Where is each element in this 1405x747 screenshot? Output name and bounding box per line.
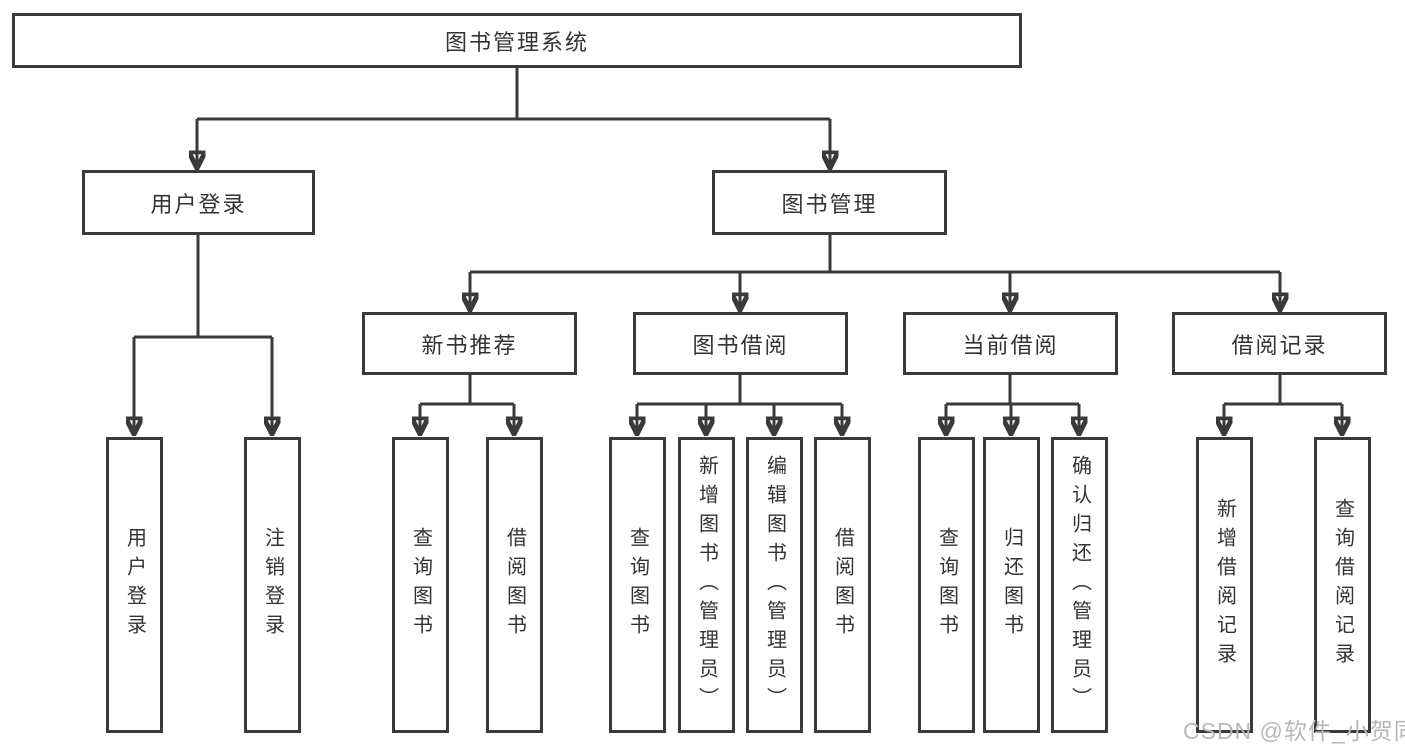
node-return-book: 归还图书	[983, 437, 1040, 733]
node-borrow-record: 借阅记录	[1172, 312, 1387, 375]
edge-current-borrow-children	[946, 375, 1079, 431]
edge-book-management-children	[470, 235, 1280, 307]
node-user-login-leaf: 用户登录	[106, 437, 163, 733]
node-edit-book-admin: 编辑图书（管理员）	[746, 437, 803, 733]
node-borrow-book-2: 借阅图书	[814, 437, 871, 733]
node-borrow-book-1: 借阅图书	[486, 437, 543, 733]
node-query-borrow-record: 查询借阅记录	[1314, 437, 1371, 733]
node-user-login: 用户登录	[82, 170, 315, 235]
node-query-book-1: 查询图书	[392, 437, 449, 733]
node-current-borrow: 当前借阅	[903, 312, 1118, 375]
node-new-book-recommend: 新书推荐	[362, 312, 577, 375]
edge-new-book-children	[420, 375, 514, 431]
node-add-borrow-record: 新增借阅记录	[1196, 437, 1253, 733]
node-logout-leaf: 注销登录	[244, 437, 301, 733]
edge-borrow-record-children	[1224, 375, 1342, 431]
watermark: CSDN @软件_小贺同学	[1183, 718, 1405, 744]
node-confirm-return-admin: 确认归还（管理员）	[1051, 437, 1108, 733]
node-query-book-2: 查询图书	[609, 437, 666, 733]
edge-book-borrow-children	[637, 375, 842, 431]
node-root-system: 图书管理系统	[12, 13, 1022, 68]
edge-user-login-children	[134, 235, 272, 431]
node-add-book-admin: 新增图书（管理员）	[678, 437, 735, 733]
node-query-book-3: 查询图书	[918, 437, 975, 733]
node-book-management: 图书管理	[712, 170, 947, 235]
edge-root-to-level2	[197, 68, 830, 165]
node-book-borrow: 图书借阅	[633, 312, 848, 375]
